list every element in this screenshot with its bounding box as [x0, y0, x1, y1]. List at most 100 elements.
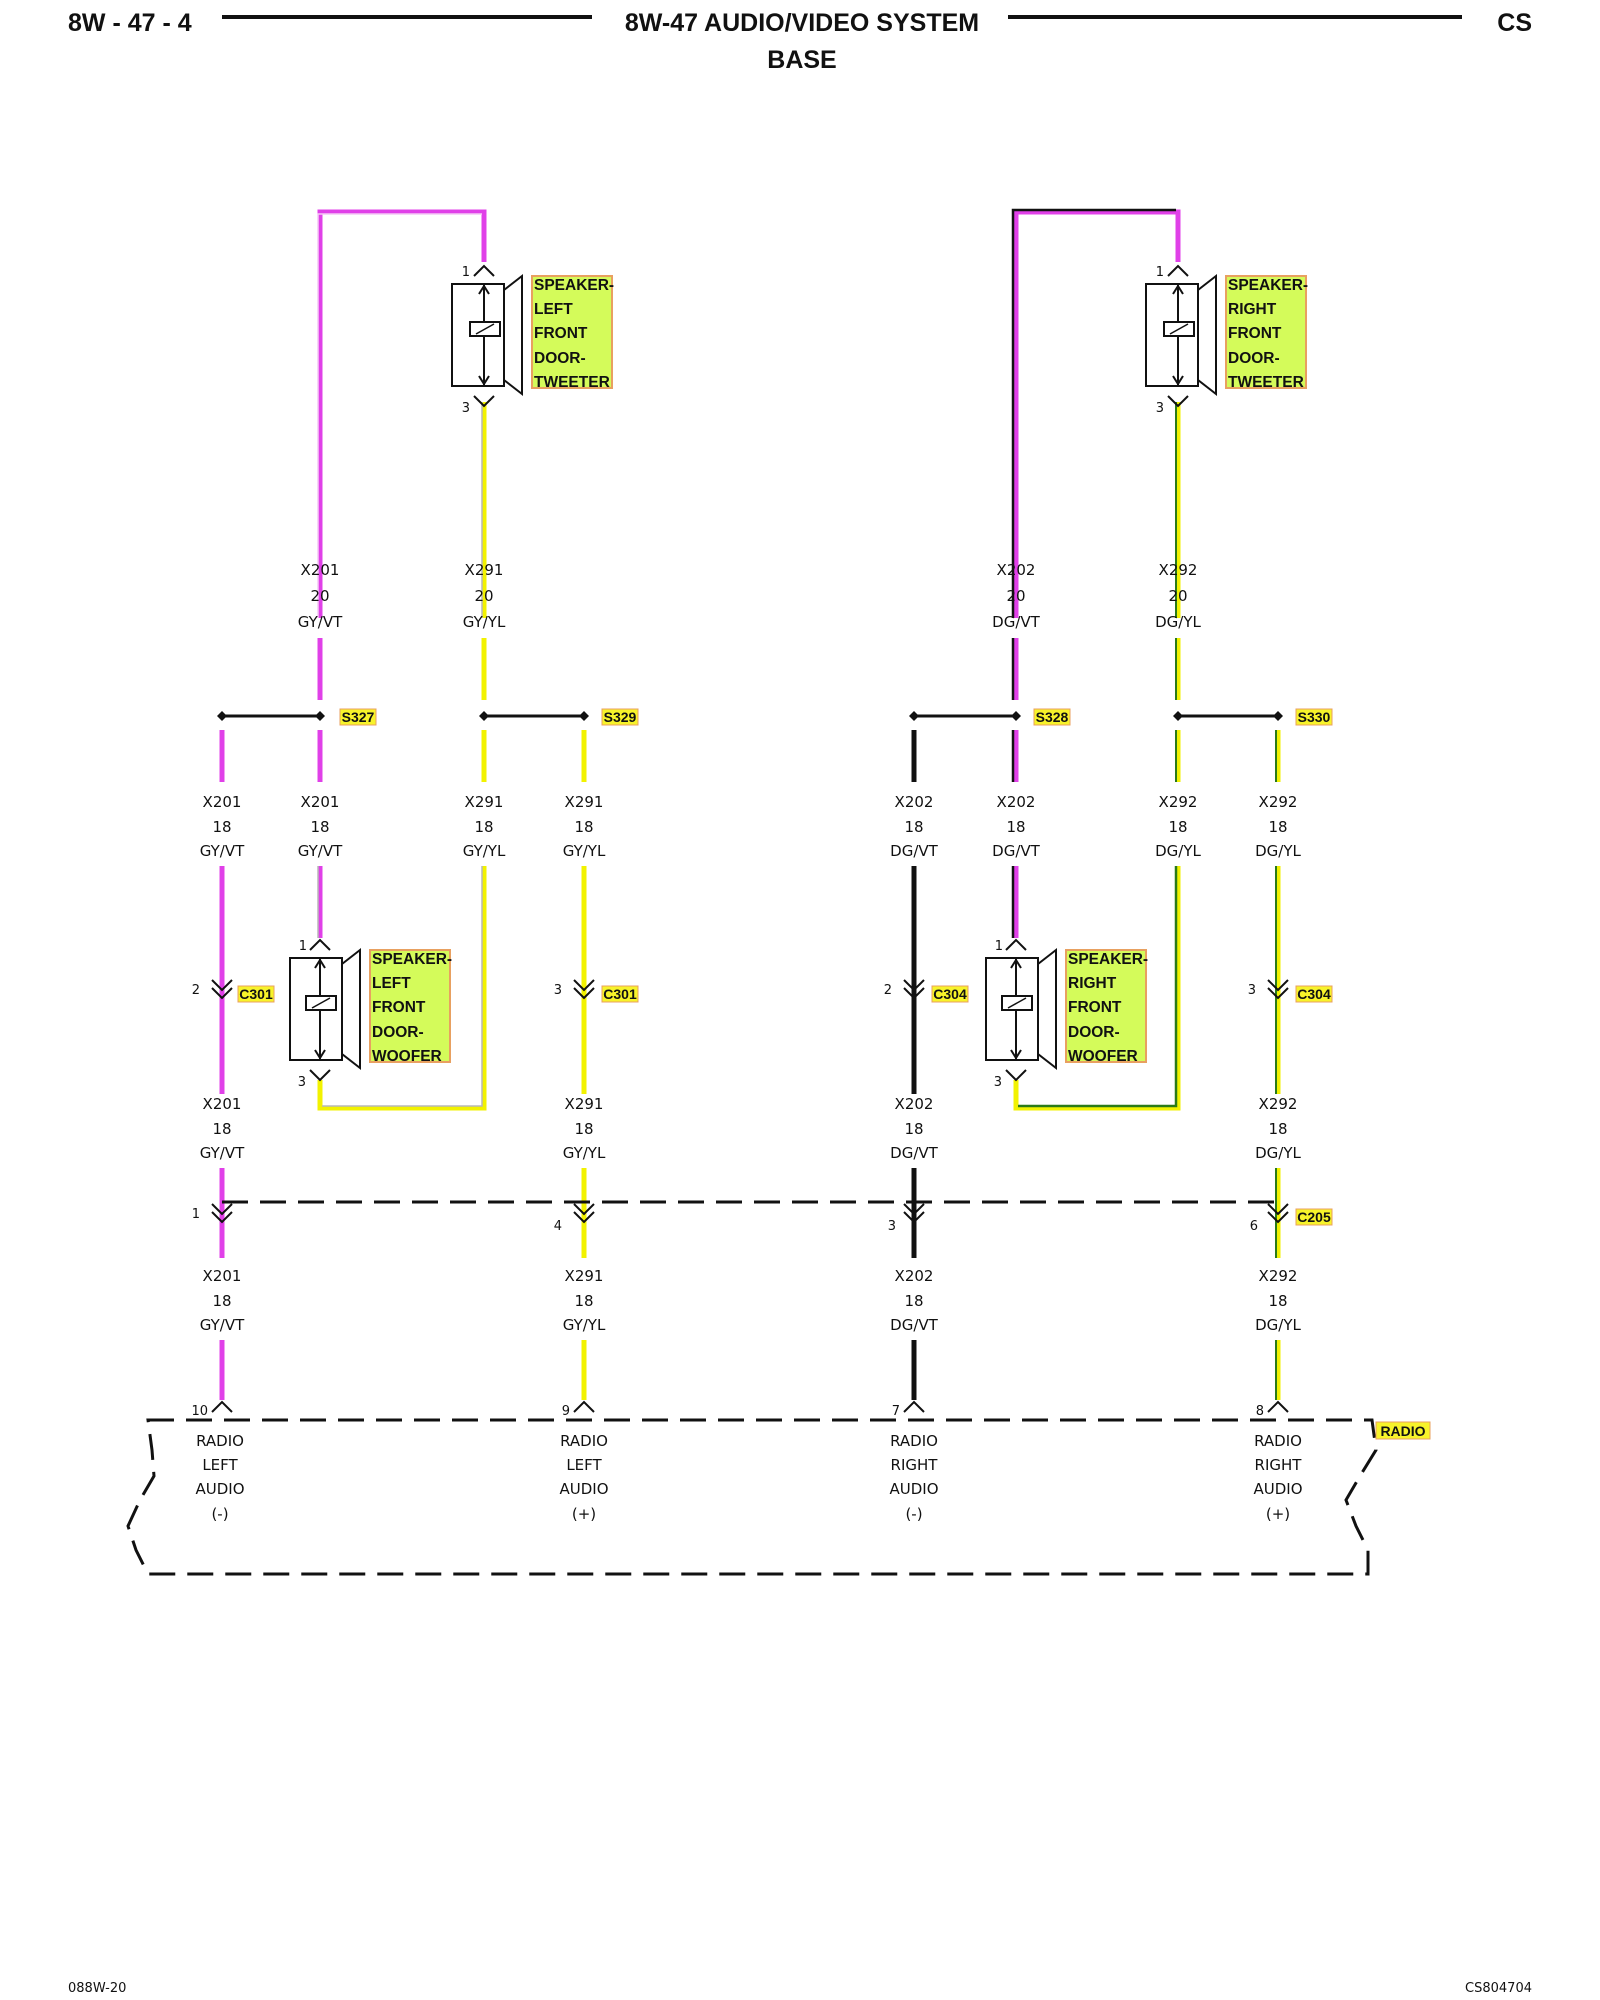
- svg-text:(+): (+): [1266, 1505, 1290, 1523]
- svg-text:GY/VT: GY/VT: [200, 1316, 245, 1334]
- radio-module: RADIO 10 9 7 8 RADIO LEFT AUDIO (-) RADI…: [126, 1400, 1431, 1576]
- svg-text:3: 3: [888, 1219, 896, 1234]
- connector-c301: C301: [239, 986, 273, 1002]
- svg-text:X202: X202: [997, 561, 1036, 579]
- svg-text:X292: X292: [1259, 1267, 1298, 1285]
- svg-text:GY/VT: GY/VT: [298, 842, 343, 860]
- pin-number: 3: [462, 401, 470, 416]
- svg-text:DG/YL: DG/YL: [1155, 842, 1201, 860]
- svg-text:18: 18: [1268, 1120, 1287, 1138]
- svg-text:18: 18: [1006, 818, 1025, 836]
- connector-c205-label: C205: [1297, 1209, 1331, 1225]
- svg-text:X202: X202: [895, 1267, 934, 1285]
- svg-text:AUDIO: AUDIO: [1253, 1480, 1302, 1498]
- page-header: 8W - 47 - 4 8W-47 AUDIO/VIDEO SYSTEM CS …: [68, 9, 1532, 74]
- svg-text:18: 18: [574, 1292, 593, 1310]
- svg-text:DG/VT: DG/VT: [890, 1144, 938, 1162]
- page-title: 8W-47 AUDIO/VIDEO SYSTEM: [625, 9, 979, 37]
- wire-labels-mid: X201 18 GY/VT X201 18 GY/VT X291 18 GY/Y…: [200, 793, 1302, 860]
- svg-text:DG/VT: DG/VT: [890, 842, 938, 860]
- svg-text:10: 10: [191, 1404, 208, 1419]
- pin-number: 1: [995, 939, 1003, 954]
- svg-text:GY/YL: GY/YL: [463, 613, 506, 631]
- radio-pin-label: RADIO: [1254, 1432, 1302, 1450]
- connector-c304: C304: [933, 986, 967, 1002]
- svg-text:DG/YL: DG/YL: [1255, 842, 1301, 860]
- splices: S327 S329 S328 S330: [217, 708, 1333, 726]
- svg-text:9: 9: [562, 1404, 570, 1419]
- wire-labels-lower: X201 18 GY/VT X291 18 GY/YL X202 18 DG/V…: [200, 1095, 1302, 1162]
- svg-text:GY/YL: GY/YL: [563, 842, 606, 860]
- svg-text:18: 18: [1268, 818, 1287, 836]
- radio-pin-label: RADIO: [560, 1432, 608, 1450]
- svg-text:GY/VT: GY/VT: [200, 842, 245, 860]
- wire-x201-tweeter: [317, 209, 487, 618]
- radio-pin-label: RADIO: [196, 1432, 244, 1450]
- vehicle-code: CS: [1497, 9, 1532, 37]
- speaker-right-front-door-tweeter: 1 3 SPEAKER- RIGHT FRONT DOOR- TWEETER: [1145, 264, 1312, 416]
- svg-text:18: 18: [310, 818, 329, 836]
- svg-text:AUDIO: AUDIO: [195, 1480, 244, 1498]
- page-subtitle: BASE: [767, 46, 836, 74]
- svg-text:20: 20: [1006, 587, 1025, 605]
- svg-text:X202: X202: [997, 793, 1036, 811]
- svg-text:18: 18: [212, 1120, 231, 1138]
- svg-text:AUDIO: AUDIO: [889, 1480, 938, 1498]
- pin-number: 1: [299, 939, 307, 954]
- splice-s327: S327: [342, 709, 375, 725]
- connector-c301: C301: [603, 986, 637, 1002]
- svg-text:X201: X201: [301, 561, 340, 579]
- wires: [219, 208, 1281, 1400]
- svg-text:AUDIO: AUDIO: [559, 1480, 608, 1498]
- svg-text:18: 18: [574, 1120, 593, 1138]
- svg-text:X292: X292: [1159, 793, 1198, 811]
- svg-text:X291: X291: [565, 1267, 604, 1285]
- splice-s329: S329: [604, 709, 637, 725]
- svg-text:DG/YL: DG/YL: [1255, 1144, 1301, 1162]
- pin-number: 1: [462, 265, 470, 280]
- speaker-label: SPEAKER- RIGHT FRONT DOOR- TWEETER: [1228, 277, 1312, 391]
- svg-text:2: 2: [192, 983, 200, 998]
- svg-text:6: 6: [1250, 1219, 1258, 1234]
- svg-text:(-): (-): [905, 1505, 922, 1523]
- inline-connectors: [211, 979, 1289, 1000]
- svg-text:20: 20: [1168, 587, 1187, 605]
- svg-text:(-): (-): [211, 1505, 228, 1523]
- svg-text:18: 18: [904, 818, 923, 836]
- wire-labels-upper: X201 20 GY/VT X291 20 GY/YL X202 20 DG/V…: [298, 561, 1202, 631]
- svg-text:X291: X291: [465, 793, 504, 811]
- pin-number: 3: [994, 1075, 1002, 1090]
- speaker-label: SPEAKER- RIGHT FRONT DOOR- WOOFER: [1068, 951, 1152, 1065]
- svg-text:18: 18: [1168, 818, 1187, 836]
- wire-labels-bottom: X201 18 GY/VT X291 18 GY/YL X202 18 DG/V…: [200, 1267, 1302, 1334]
- splice-s328: S328: [1036, 709, 1069, 725]
- page-number: 8W - 47 - 4: [68, 9, 192, 37]
- svg-text:18: 18: [1268, 1292, 1287, 1310]
- pin-number: 3: [298, 1075, 306, 1090]
- svg-text:X201: X201: [203, 793, 242, 811]
- svg-text:18: 18: [212, 1292, 231, 1310]
- svg-text:X292: X292: [1259, 793, 1298, 811]
- svg-text:RIGHT: RIGHT: [1255, 1456, 1303, 1474]
- wire-x202-tweeter: [1013, 209, 1181, 618]
- svg-text:X202: X202: [895, 793, 934, 811]
- svg-text:(+): (+): [572, 1505, 596, 1523]
- svg-text:7: 7: [892, 1404, 900, 1419]
- svg-text:X201: X201: [301, 793, 340, 811]
- splice-s330: S330: [1298, 709, 1331, 725]
- svg-text:X291: X291: [465, 561, 504, 579]
- page-footer: 088W-20 CS804704: [68, 1981, 1532, 1996]
- svg-text:18: 18: [474, 818, 493, 836]
- svg-text:4: 4: [554, 1219, 562, 1234]
- svg-text:3: 3: [554, 983, 562, 998]
- connector-c205: 1 4 3 6 C205: [192, 1200, 1333, 1234]
- svg-text:LEFT: LEFT: [202, 1456, 238, 1474]
- radio-label: RADIO: [1380, 1423, 1425, 1439]
- speaker-label: SPEAKER- LEFT FRONT DOOR- TWEETER: [534, 277, 618, 391]
- radio-pin-label: RADIO: [890, 1432, 938, 1450]
- svg-text:GY/VT: GY/VT: [298, 613, 343, 631]
- speaker-right-front-door-woofer: 1 3 SPEAKER- RIGHT FRONT DOOR- WOOFER: [985, 938, 1152, 1090]
- svg-text:18: 18: [904, 1120, 923, 1138]
- svg-text:X292: X292: [1259, 1095, 1298, 1113]
- svg-text:RIGHT: RIGHT: [891, 1456, 939, 1474]
